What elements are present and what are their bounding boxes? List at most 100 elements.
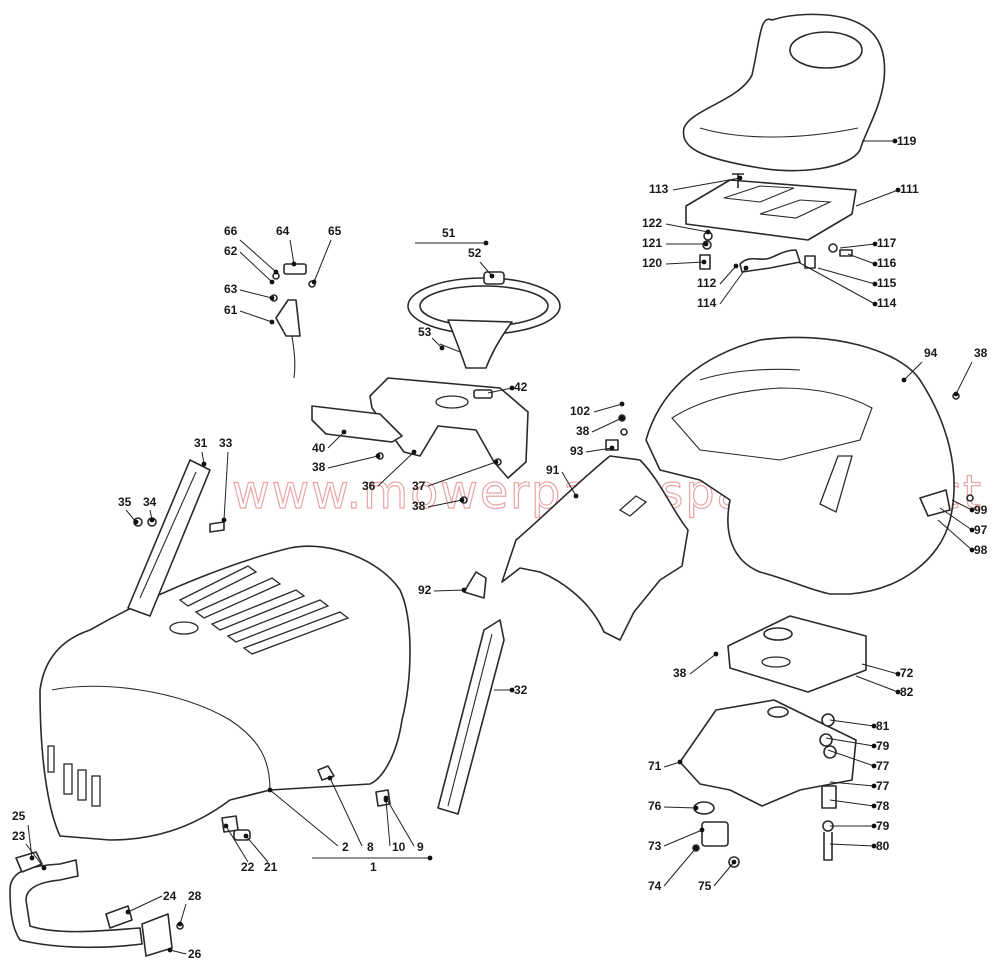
callout-10: 10 [392, 840, 406, 854]
leader-line-23 [25, 843, 45, 869]
callout-116: 116 [877, 256, 897, 270]
leader-line-38c [591, 417, 623, 433]
leader-line-81 [829, 719, 875, 727]
leader-line-98 [937, 519, 973, 551]
leader-line-80 [829, 843, 875, 847]
callout-91: 91 [546, 463, 560, 477]
leader-dot-82 [895, 689, 901, 695]
leader-dot-111 [895, 187, 901, 193]
seat-plate [685, 173, 857, 273]
leader-line-37 [427, 461, 497, 487]
callout-24: 24 [163, 889, 177, 903]
leader-dot-115 [872, 281, 878, 287]
leader-dot-32 [509, 687, 515, 693]
callout-82: 82 [900, 685, 914, 699]
leader-dot-93 [609, 445, 615, 451]
callout-120: 120 [642, 256, 662, 270]
leader-line-42 [487, 387, 513, 394]
leader-line-8 [329, 777, 363, 847]
leader-line-71 [663, 761, 681, 768]
leader-dot-40 [341, 429, 347, 435]
leader-dot-121 [703, 241, 709, 247]
leader-dot-24 [125, 909, 131, 915]
callout-38b: 38 [412, 499, 426, 513]
callout-98: 98 [974, 543, 988, 557]
callout-94: 94 [924, 346, 938, 360]
leader-line-38a [327, 455, 379, 469]
leader-line-91 [561, 471, 577, 497]
callout-9: 9 [417, 840, 424, 854]
leader-dot-116 [872, 261, 878, 267]
callout-112: 112 [697, 276, 717, 290]
callout-80: 80 [876, 839, 890, 853]
callout-72: 72 [900, 666, 914, 680]
leader-dot-26 [167, 947, 173, 953]
callout-61: 61 [224, 303, 238, 317]
callout-28: 28 [188, 889, 202, 903]
leader-line-33 [223, 451, 229, 521]
leader-line-114b [797, 261, 876, 305]
callout-78: 78 [876, 799, 890, 813]
leader-dot-38e [713, 651, 719, 657]
leader-line-77a [827, 749, 875, 767]
callout-119: 119 [897, 134, 917, 148]
leader-line-63 [239, 289, 273, 299]
leader-dot-114a [743, 265, 749, 271]
leader-dot-79b [871, 823, 877, 829]
leader-dot-119 [892, 138, 898, 144]
leader-dot-92 [461, 587, 467, 593]
callout-62: 62 [224, 244, 238, 258]
callout-1: 1 [370, 860, 377, 874]
leader-dot-53 [439, 345, 445, 351]
callout-36: 36 [362, 479, 376, 493]
callout-26: 26 [188, 947, 202, 961]
leader-dot-1 [427, 855, 433, 861]
leader-line-72 [861, 663, 899, 675]
callout-114a: 114 [697, 296, 717, 310]
callout-33: 33 [219, 436, 233, 450]
callout-77a: 77 [876, 759, 890, 773]
callout-113: 113 [649, 182, 669, 196]
callout-79a: 79 [876, 739, 890, 753]
leader-dot-38c [619, 415, 625, 421]
leader-line-92 [433, 589, 465, 592]
leader-dot-94 [901, 377, 907, 383]
callout-115: 115 [877, 276, 897, 290]
callout-38a: 38 [312, 460, 326, 474]
callout-34: 34 [143, 495, 157, 509]
callout-38e: 38 [673, 666, 687, 680]
callout-121: 121 [642, 236, 662, 250]
leader-dot-91 [573, 493, 579, 499]
leader-dot-21 [243, 833, 249, 839]
rear-fender [645, 336, 974, 595]
leader-line-97 [939, 507, 973, 531]
leader-line-74 [663, 847, 697, 887]
leader-line-25 [27, 824, 33, 859]
leader-dot-22 [223, 823, 229, 829]
leader-line-35 [125, 509, 137, 523]
callout-122: 122 [642, 216, 662, 230]
callout-74: 74 [648, 879, 662, 893]
leader-dot-78 [871, 803, 877, 809]
leader-dot-97 [969, 527, 975, 533]
leader-dot-102 [619, 401, 625, 407]
leader-dot-38b [459, 497, 465, 503]
callout-42: 42 [514, 380, 528, 394]
leader-line-38e [689, 653, 717, 675]
leader-line-93 [585, 447, 613, 453]
callout-102: 102 [570, 404, 590, 418]
footboard [463, 414, 689, 641]
leader-line-65 [313, 239, 332, 283]
callout-77b: 77 [876, 779, 890, 793]
leader-line-10 [385, 799, 391, 847]
leader-dot-113 [737, 175, 743, 181]
leader-dot-9 [383, 795, 389, 801]
leader-dot-64 [291, 261, 297, 267]
leader-dot-72 [895, 671, 901, 677]
leader-dot-77b [871, 783, 877, 789]
steering-wheel [407, 271, 561, 369]
leader-line-113 [672, 177, 741, 191]
leader-dot-61 [269, 319, 275, 325]
callout-38c: 38 [576, 424, 590, 438]
